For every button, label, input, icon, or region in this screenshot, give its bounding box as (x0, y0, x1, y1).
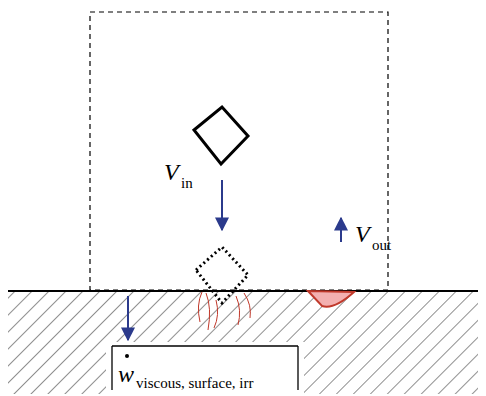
velocity-subscript: in (181, 176, 193, 191)
particle-impact (196, 247, 248, 303)
arrow-in (221, 180, 223, 230)
particle (194, 107, 248, 164)
label-ground (106, 342, 304, 394)
velocity-symbol: V (164, 160, 179, 184)
arrow-out (340, 218, 342, 242)
rate-dot (125, 354, 129, 358)
work-subscript: viscous, surface, irr (136, 376, 253, 391)
velocity-subscript: out (372, 238, 391, 253)
crater (308, 291, 354, 307)
abs-bars (112, 346, 298, 390)
arrow-work (127, 296, 129, 340)
cracks (198, 292, 250, 330)
work-symbol: w (118, 362, 134, 386)
ground-hatch (8, 291, 478, 394)
control-volume (90, 12, 388, 290)
velocity-symbol: V (355, 222, 370, 246)
